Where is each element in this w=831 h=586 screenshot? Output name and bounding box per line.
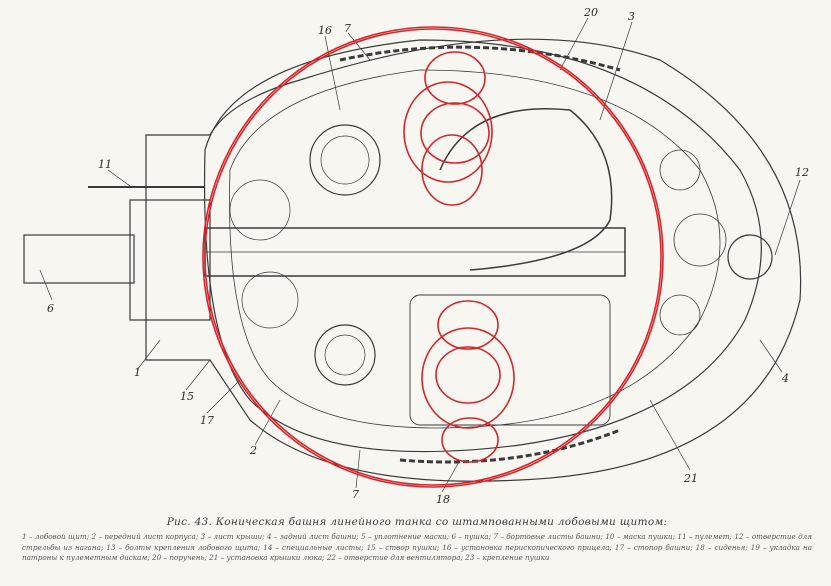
callout-12: 12 (795, 166, 809, 179)
callout-4: 4 (781, 372, 789, 385)
callout-21: 21 (683, 472, 698, 485)
turret-ring-arc (439, 108, 613, 271)
hull-outline (145, 38, 802, 482)
callout-15: 15 (180, 390, 194, 403)
callout-7-bottom: 7 (352, 488, 359, 501)
callout-16: 16 (318, 24, 332, 37)
red-outline-circle (204, 28, 662, 486)
callout-18: 18 (436, 493, 450, 506)
rear-bin (409, 294, 611, 426)
rear-port (727, 234, 773, 280)
turret-outline (203, 39, 762, 453)
callout-1: 1 (134, 366, 141, 379)
periscope-top (309, 124, 381, 196)
gun-mantlet (129, 199, 211, 321)
callout-7-top: 7 (344, 22, 351, 35)
turret-drawing: 20 3 16 7 11 12 6 1 15 17 2 7 18 21 4 (23, 6, 809, 506)
crew-figure-bottom (421, 300, 515, 463)
red-annotations (202, 26, 664, 488)
callout-6: 6 (47, 302, 54, 315)
caption-title: Рис. 43. Коническая башня линейного танк… (166, 516, 668, 528)
callout-2: 2 (249, 444, 257, 457)
callout-11: 11 (98, 158, 112, 171)
caption-legend: 1 – лобовой щит; 2 – передний лист корпу… (22, 532, 812, 562)
red-turret-circle (202, 26, 664, 488)
callout-3: 3 (628, 10, 635, 23)
crew-figure-top (403, 51, 493, 206)
gun-barrel (23, 234, 135, 284)
figure-caption: Рис. 43. Коническая башня линейного танк… (22, 516, 812, 564)
callout-20: 20 (583, 6, 598, 19)
periscope-bottom (314, 324, 376, 386)
turret-inner-ring (229, 69, 721, 429)
callout-17: 17 (200, 414, 214, 427)
